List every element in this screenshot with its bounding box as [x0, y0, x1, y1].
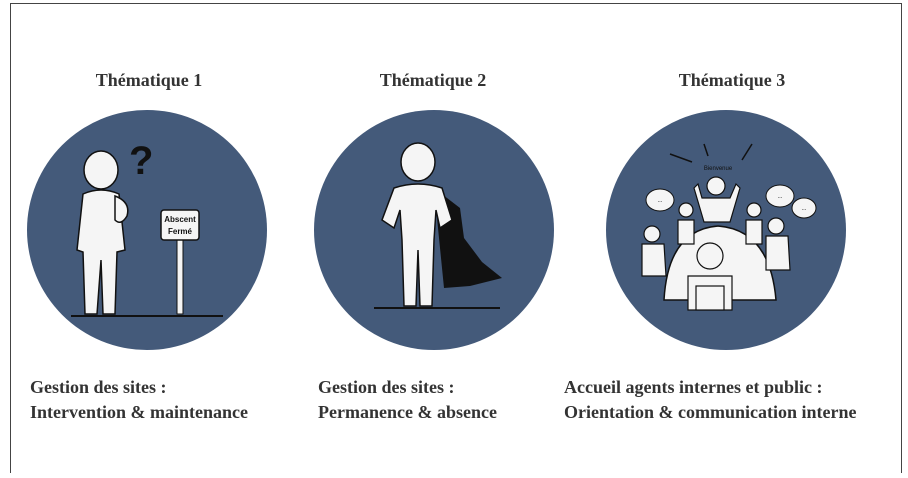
theme-1-title: Thématique 1 [95, 70, 203, 90]
bubble-text-1: ... [657, 198, 662, 204]
theme-2-illustration [314, 110, 554, 350]
bubble-text-2: ... [777, 194, 782, 200]
theme-3-illustration: Bienvenue ... ... ... [606, 110, 846, 350]
theme-2-caption-line-2: Permanence & absence [318, 402, 497, 422]
theme-3-caption-line-1: Accueil agents internes et public : [564, 377, 823, 397]
question-mark-icon: ? [129, 139, 153, 183]
theme-1-illustration: ? Abscent Fermé [27, 110, 267, 350]
bubble-text-3: ... [801, 206, 806, 212]
sign-line-2: Fermé [168, 227, 193, 236]
content-frame [10, 3, 902, 473]
theme-3-caption: Accueil agents internes et public : Orie… [564, 375, 856, 425]
theme-2-caption-line-1: Gestion des sites : [318, 377, 455, 397]
theme-1-caption: Gestion des sites : Intervention & maint… [30, 375, 248, 425]
theme-1-caption-line-2: Intervention & maintenance [30, 402, 248, 422]
meeting-group-icon: Bienvenue ... ... ... [606, 110, 846, 350]
thinking-person-with-sign-icon: ? Abscent Fermé [27, 110, 267, 350]
theme-2-caption: Gestion des sites : Permanence & absence [318, 375, 497, 425]
theme-1-caption-line-1: Gestion des sites : [30, 377, 167, 397]
person-with-cape-icon [314, 110, 554, 350]
sign-line-1: Abscent [164, 215, 196, 224]
theme-2-title: Thématique 2 [379, 70, 487, 90]
theme-3-caption-line-2: Orientation & communication interne [564, 402, 857, 422]
speaker-label: Bienvenue [704, 166, 733, 172]
theme-3-title: Thématique 3 [678, 70, 786, 90]
